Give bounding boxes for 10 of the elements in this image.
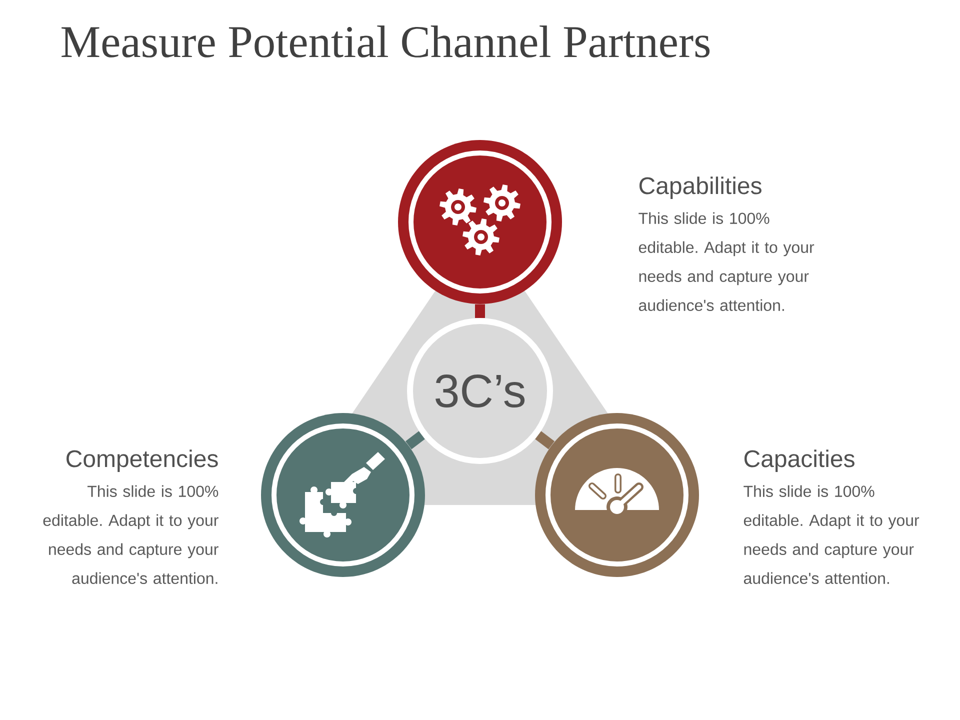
heading: Capacities [744,450,854,472]
body-text: This slide is 100% editable. Adapt it to your needs and capture your audience's attention. [744,485,920,584]
connector [475,304,485,318]
title: Measure Potential Channel Partners [62,26,710,58]
connector [406,431,425,450]
connector [535,431,555,450]
heading: Competencies [66,450,218,472]
body-text: This slide is 100% editable. Adapt it to your needs and capture your audience's attention. [43,485,218,584]
body-text: This slide is 100% editable. Adapt it to your needs and capture your audience's attention. [638,212,814,311]
heading: Capabilities [639,176,762,199]
